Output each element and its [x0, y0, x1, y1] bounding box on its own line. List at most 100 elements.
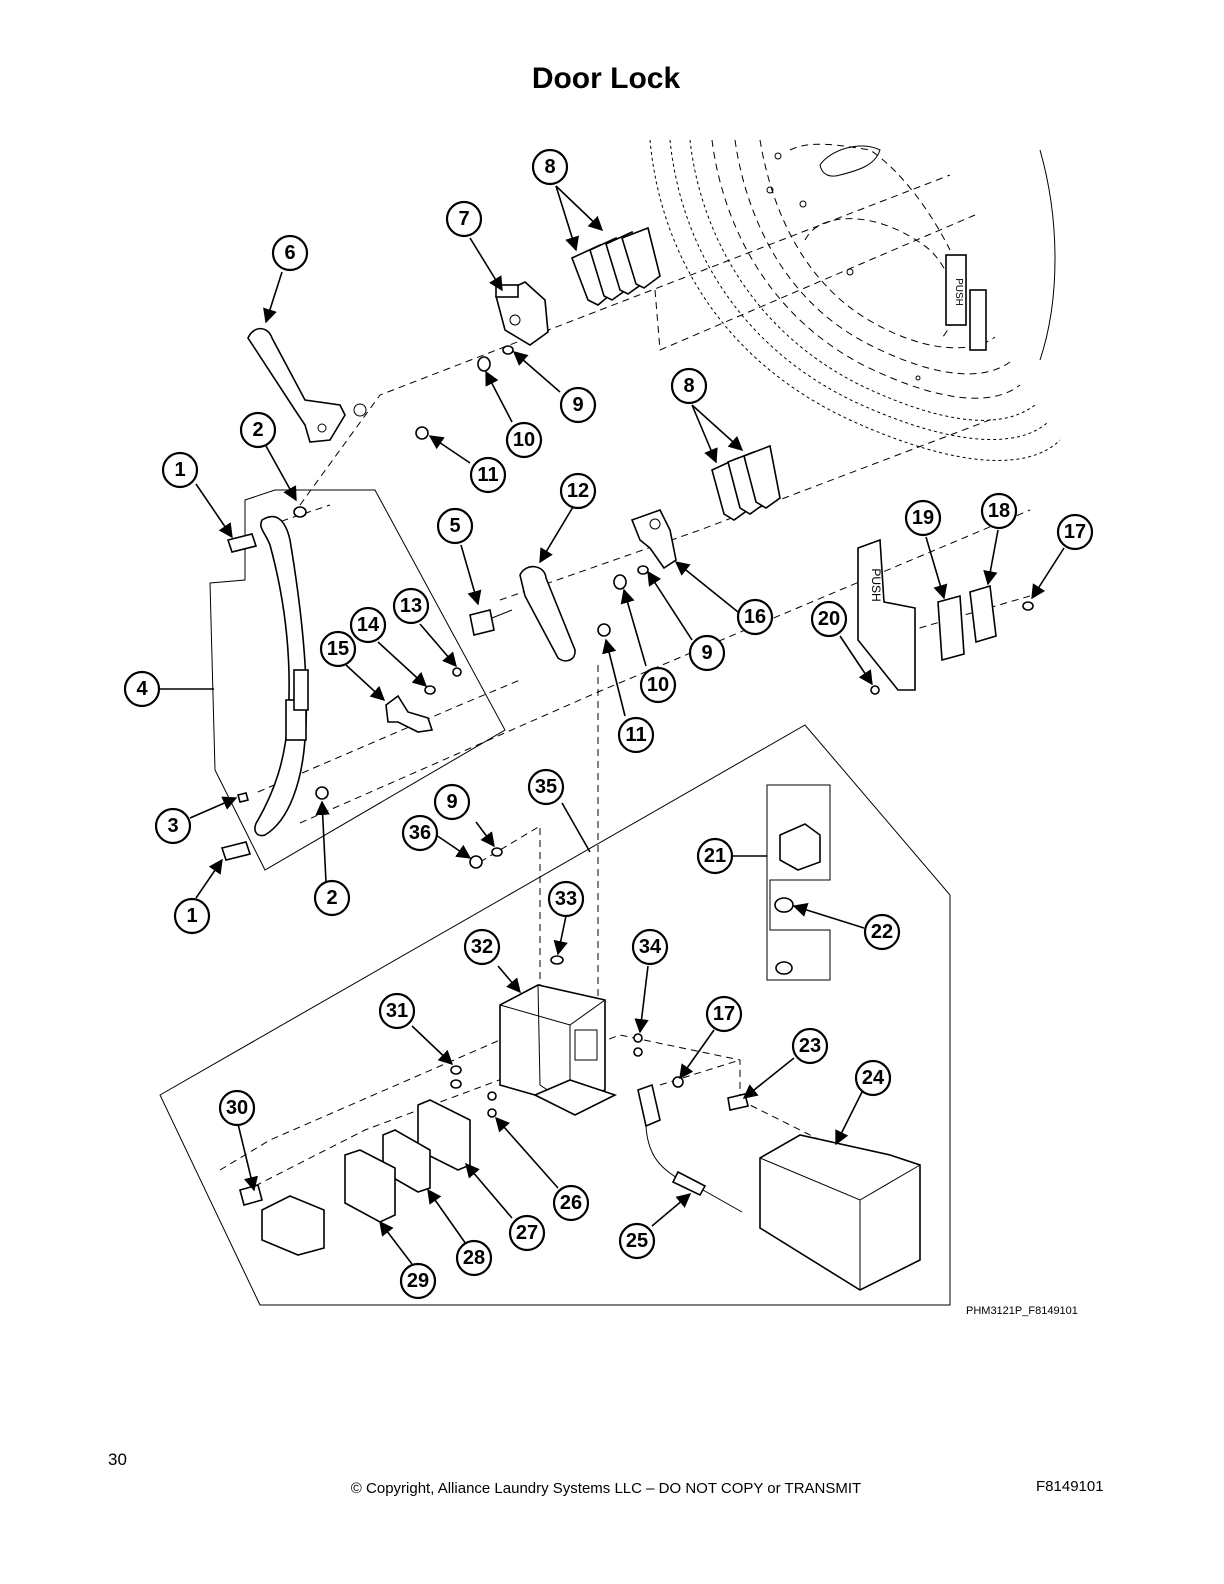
svg-text:8: 8 [544, 156, 555, 178]
callout-23: 23 [791, 1027, 829, 1065]
callout-17-lower: 17 [705, 995, 743, 1033]
shield [344, 1149, 396, 1223]
svg-text:12: 12 [567, 480, 589, 502]
callout-17-upper: 17 [1056, 513, 1094, 551]
callout-9-lower: 9 [433, 783, 471, 821]
svg-text:33: 33 [555, 888, 577, 910]
callout-2-bottom: 2 [313, 879, 351, 917]
callout-36: 36 [401, 814, 439, 852]
callout-19: 19 [904, 499, 942, 537]
callout-18: 18 [980, 492, 1018, 530]
svg-text:15: 15 [327, 638, 349, 660]
document-number: F8149101 [1036, 1478, 1104, 1495]
door-sensor [637, 1083, 661, 1128]
callout-15: 15 [319, 630, 357, 668]
callout-31: 31 [378, 992, 416, 1030]
svg-text:10: 10 [513, 429, 535, 451]
callout-8-lower: 8 [670, 367, 708, 405]
strike-plate-assembly: PUSH [857, 538, 997, 691]
callout-5: 5 [436, 507, 474, 545]
callout-9-middle: 9 [688, 634, 726, 672]
strike-push-text: PUSH [869, 568, 883, 601]
door-push-text: PUSH [953, 278, 964, 306]
svg-text:21: 21 [704, 845, 726, 867]
switch-cover [759, 1134, 921, 1291]
callout-9-upper: 9 [559, 386, 597, 424]
svg-text:6: 6 [284, 242, 295, 264]
door-drum-outline: PUSH [649, 139, 1061, 461]
strap-block [293, 669, 309, 711]
page-title: Door Lock [531, 62, 681, 95]
solenoid [261, 1195, 325, 1256]
callout-10-lower: 10 [639, 666, 677, 704]
callout-8-upper: 8 [531, 148, 569, 186]
callout-29: 29 [399, 1262, 437, 1300]
svg-text:13: 13 [400, 595, 422, 617]
callout-35: 35 [527, 768, 565, 806]
latch-hinge-lower [630, 509, 677, 570]
svg-text:4: 4 [136, 678, 148, 700]
callout-12: 12 [559, 472, 597, 510]
callout-27: 27 [508, 1214, 546, 1252]
callout-1-top: 1 [161, 451, 199, 489]
svg-text:23: 23 [799, 1035, 821, 1057]
svg-text:32: 32 [471, 936, 493, 958]
svg-text:1: 1 [174, 459, 185, 481]
svg-text:2: 2 [326, 887, 337, 909]
hinge-plates-lower [711, 444, 781, 521]
door-latch-bracket [969, 289, 987, 351]
svg-text:2: 2 [252, 419, 263, 441]
page-number: 30 [108, 1450, 127, 1469]
svg-text:36: 36 [409, 822, 431, 844]
svg-text:17: 17 [713, 1003, 735, 1025]
svg-text:35: 35 [535, 776, 557, 798]
callout-2-top: 2 [239, 411, 277, 449]
callout-28: 28 [455, 1239, 493, 1277]
mounting-bracket-box [499, 984, 618, 1116]
svg-text:8: 8 [683, 375, 694, 397]
callout-21: 21 [696, 837, 734, 875]
svg-text:25: 25 [626, 1230, 648, 1252]
leader-lines [160, 185, 1065, 1265]
svg-text:5: 5 [449, 515, 460, 537]
callout-24: 24 [854, 1059, 892, 1097]
lock-strap [254, 515, 308, 837]
svg-text:27: 27 [516, 1222, 538, 1244]
svg-text:10: 10 [647, 674, 669, 696]
switch-body [779, 823, 821, 871]
callout-11-upper: 11 [469, 456, 507, 494]
callout-10-upper: 10 [505, 421, 543, 459]
callout-25: 25 [618, 1222, 656, 1260]
door-push-plate [945, 254, 967, 326]
svg-text:24: 24 [862, 1067, 885, 1089]
svg-text:1: 1 [186, 905, 197, 927]
callout-34: 34 [631, 928, 669, 966]
callout-11-lower: 11 [617, 716, 655, 754]
pivot-bolt [469, 609, 495, 636]
svg-text:20: 20 [818, 608, 840, 630]
callout-22: 22 [863, 913, 901, 951]
callout-26: 26 [552, 1184, 590, 1222]
svg-text:29: 29 [407, 1270, 429, 1292]
svg-text:19: 19 [912, 507, 934, 529]
svg-text:18: 18 [988, 500, 1010, 522]
callout-7: 7 [445, 200, 483, 238]
svg-text:9: 9 [701, 642, 712, 664]
callout-14: 14 [349, 606, 387, 644]
svg-text:28: 28 [463, 1247, 485, 1269]
callout-16: 16 [736, 598, 774, 636]
svg-text:17: 17 [1064, 521, 1086, 543]
svg-text:7: 7 [458, 208, 469, 230]
callout-33: 33 [547, 880, 585, 918]
callout-3: 3 [154, 807, 192, 845]
door-handle [247, 327, 346, 443]
switch-inset-box [766, 784, 831, 981]
callout-32: 32 [463, 928, 501, 966]
svg-text:31: 31 [386, 1000, 408, 1022]
svg-text:9: 9 [572, 394, 583, 416]
small-fasteners [220, 345, 1034, 869]
svg-text:9: 9 [446, 791, 457, 813]
copyright-notice: © Copyright, Alliance Laundry Systems LL… [350, 1480, 862, 1497]
hinge-plates-upper [570, 226, 661, 306]
